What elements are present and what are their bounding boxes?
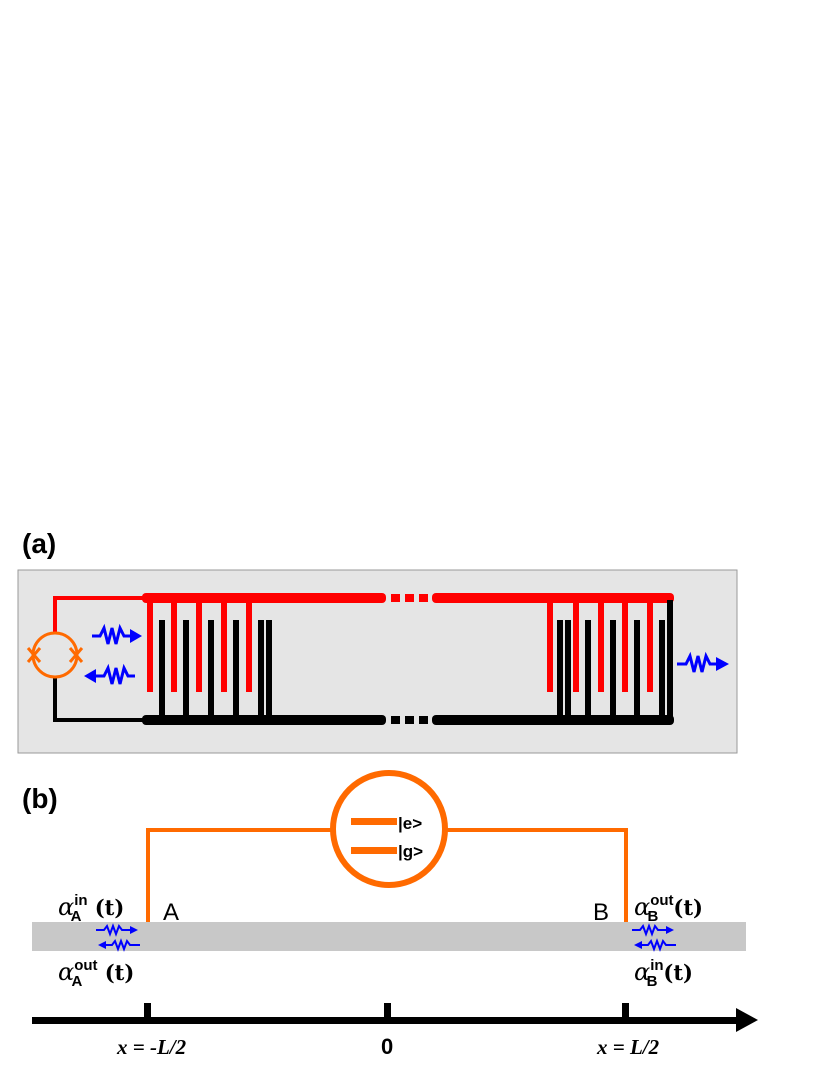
axis-label-center: 0 [381,1034,393,1059]
coupling-wire-left [146,828,332,922]
tick-center [384,1003,391,1019]
tick-left [144,1003,151,1019]
axis-label-left: x = -L/2 [116,1035,187,1059]
tick-right [622,1003,629,1019]
wave-arrow-b-out [632,923,674,937]
wave-arrow-left-left [84,663,135,685]
point-a-label: A [163,899,179,926]
ground-level [351,847,397,854]
waveguide [32,922,746,951]
panel-a-label: (a) [22,528,56,559]
excited-state-label: |e> [398,814,422,833]
squid-loop [26,631,84,679]
excited-level [351,818,397,825]
ground-state-label: |g> [398,842,423,861]
axis-label-right: x = L/2 [596,1035,660,1059]
right-mirror-fingers [547,600,673,717]
black-wire [53,678,150,722]
wave-arrow-a-in [96,923,138,937]
wave-arrow-b-in [634,938,676,952]
bottom-rail [142,715,674,725]
panel-b-label: (b) [22,783,58,814]
axis-arrowhead [736,1008,758,1032]
x-axis [32,1003,758,1032]
wave-arrow-right-output [677,651,729,673]
wave-arrow-right-left [92,623,142,645]
top-rail [142,593,674,603]
point-b-label: B [593,899,609,926]
atom: |e> |g> [330,770,448,888]
left-mirror-fingers [147,600,272,717]
red-wire [53,596,150,632]
coupling-wire-right [446,828,628,922]
wave-arrow-a-out [98,938,140,952]
